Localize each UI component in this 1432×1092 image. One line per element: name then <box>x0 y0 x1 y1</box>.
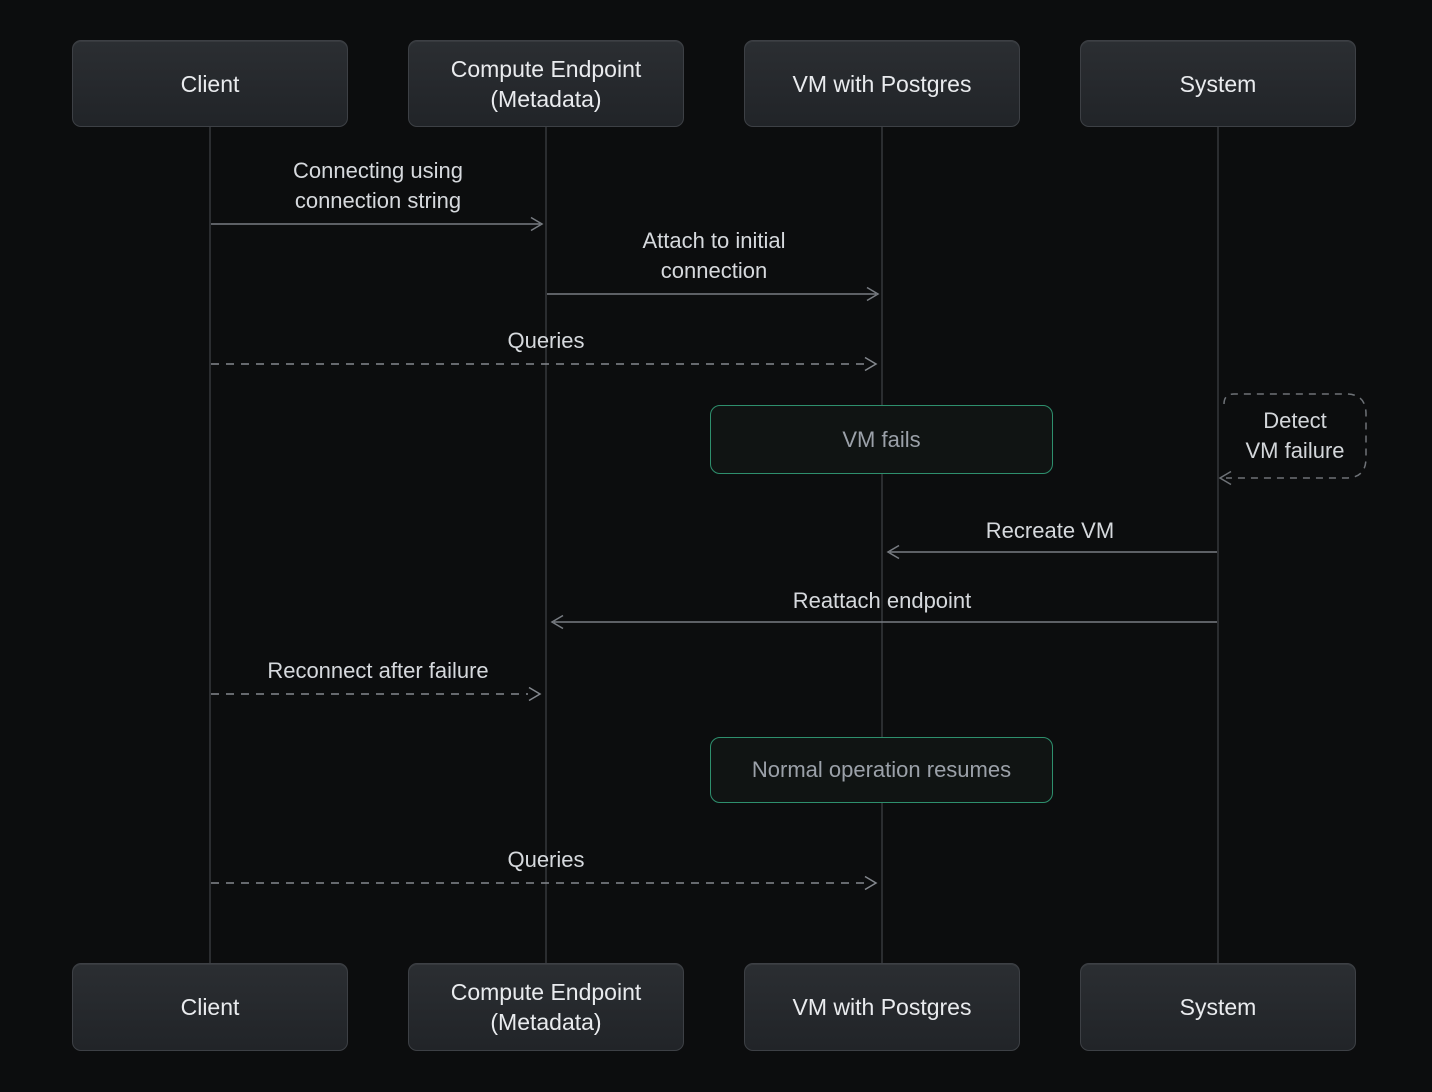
message-arrow-recreate-vm <box>886 544 1217 560</box>
actor-system-top: System <box>1080 40 1356 127</box>
message-label-connecting: Connecting using connection string <box>292 158 463 213</box>
message-label-attach: Attach to initial connection <box>642 228 786 283</box>
message-arrow-queries-2 <box>211 875 878 891</box>
message-arrow-attach <box>547 286 880 302</box>
message-label-reattach-endpoint: Reattach endpoint <box>792 588 972 613</box>
message-label-queries-1: Queries <box>507 328 585 353</box>
message-arrow-queries-1 <box>211 356 878 372</box>
message-arrow-reconnect <box>211 686 542 702</box>
actor-client-bottom: Client <box>72 963 348 1051</box>
message-label-reconnect: Reconnect after failure <box>267 658 489 683</box>
lifeline-vm-postgres <box>881 127 883 963</box>
message-label-queries-2: Queries <box>507 847 585 872</box>
lifeline-client <box>209 127 211 963</box>
message-label-recreate-vm: Recreate VM <box>985 518 1115 543</box>
actor-compute-endpoint-bottom: Compute Endpoint (Metadata) <box>408 963 684 1051</box>
message-arrow-reattach-endpoint <box>550 614 1217 630</box>
lifeline-system <box>1217 127 1219 963</box>
self-message-label-detect-vm-failure: Detect VM failure <box>1245 408 1345 463</box>
actor-vm-postgres-bottom: VM with Postgres <box>744 963 1020 1051</box>
lifeline-compute-endpoint <box>545 127 547 963</box>
message-arrow-connecting <box>211 216 544 232</box>
actor-compute-endpoint-top: Compute Endpoint (Metadata) <box>408 40 684 127</box>
actor-vm-postgres-top: VM with Postgres <box>744 40 1020 127</box>
note-vm-fails: VM fails <box>710 405 1053 474</box>
note-normal-operation-resumes: Normal operation resumes <box>710 737 1053 803</box>
actor-client-top: Client <box>72 40 348 127</box>
actor-system-bottom: System <box>1080 963 1356 1051</box>
